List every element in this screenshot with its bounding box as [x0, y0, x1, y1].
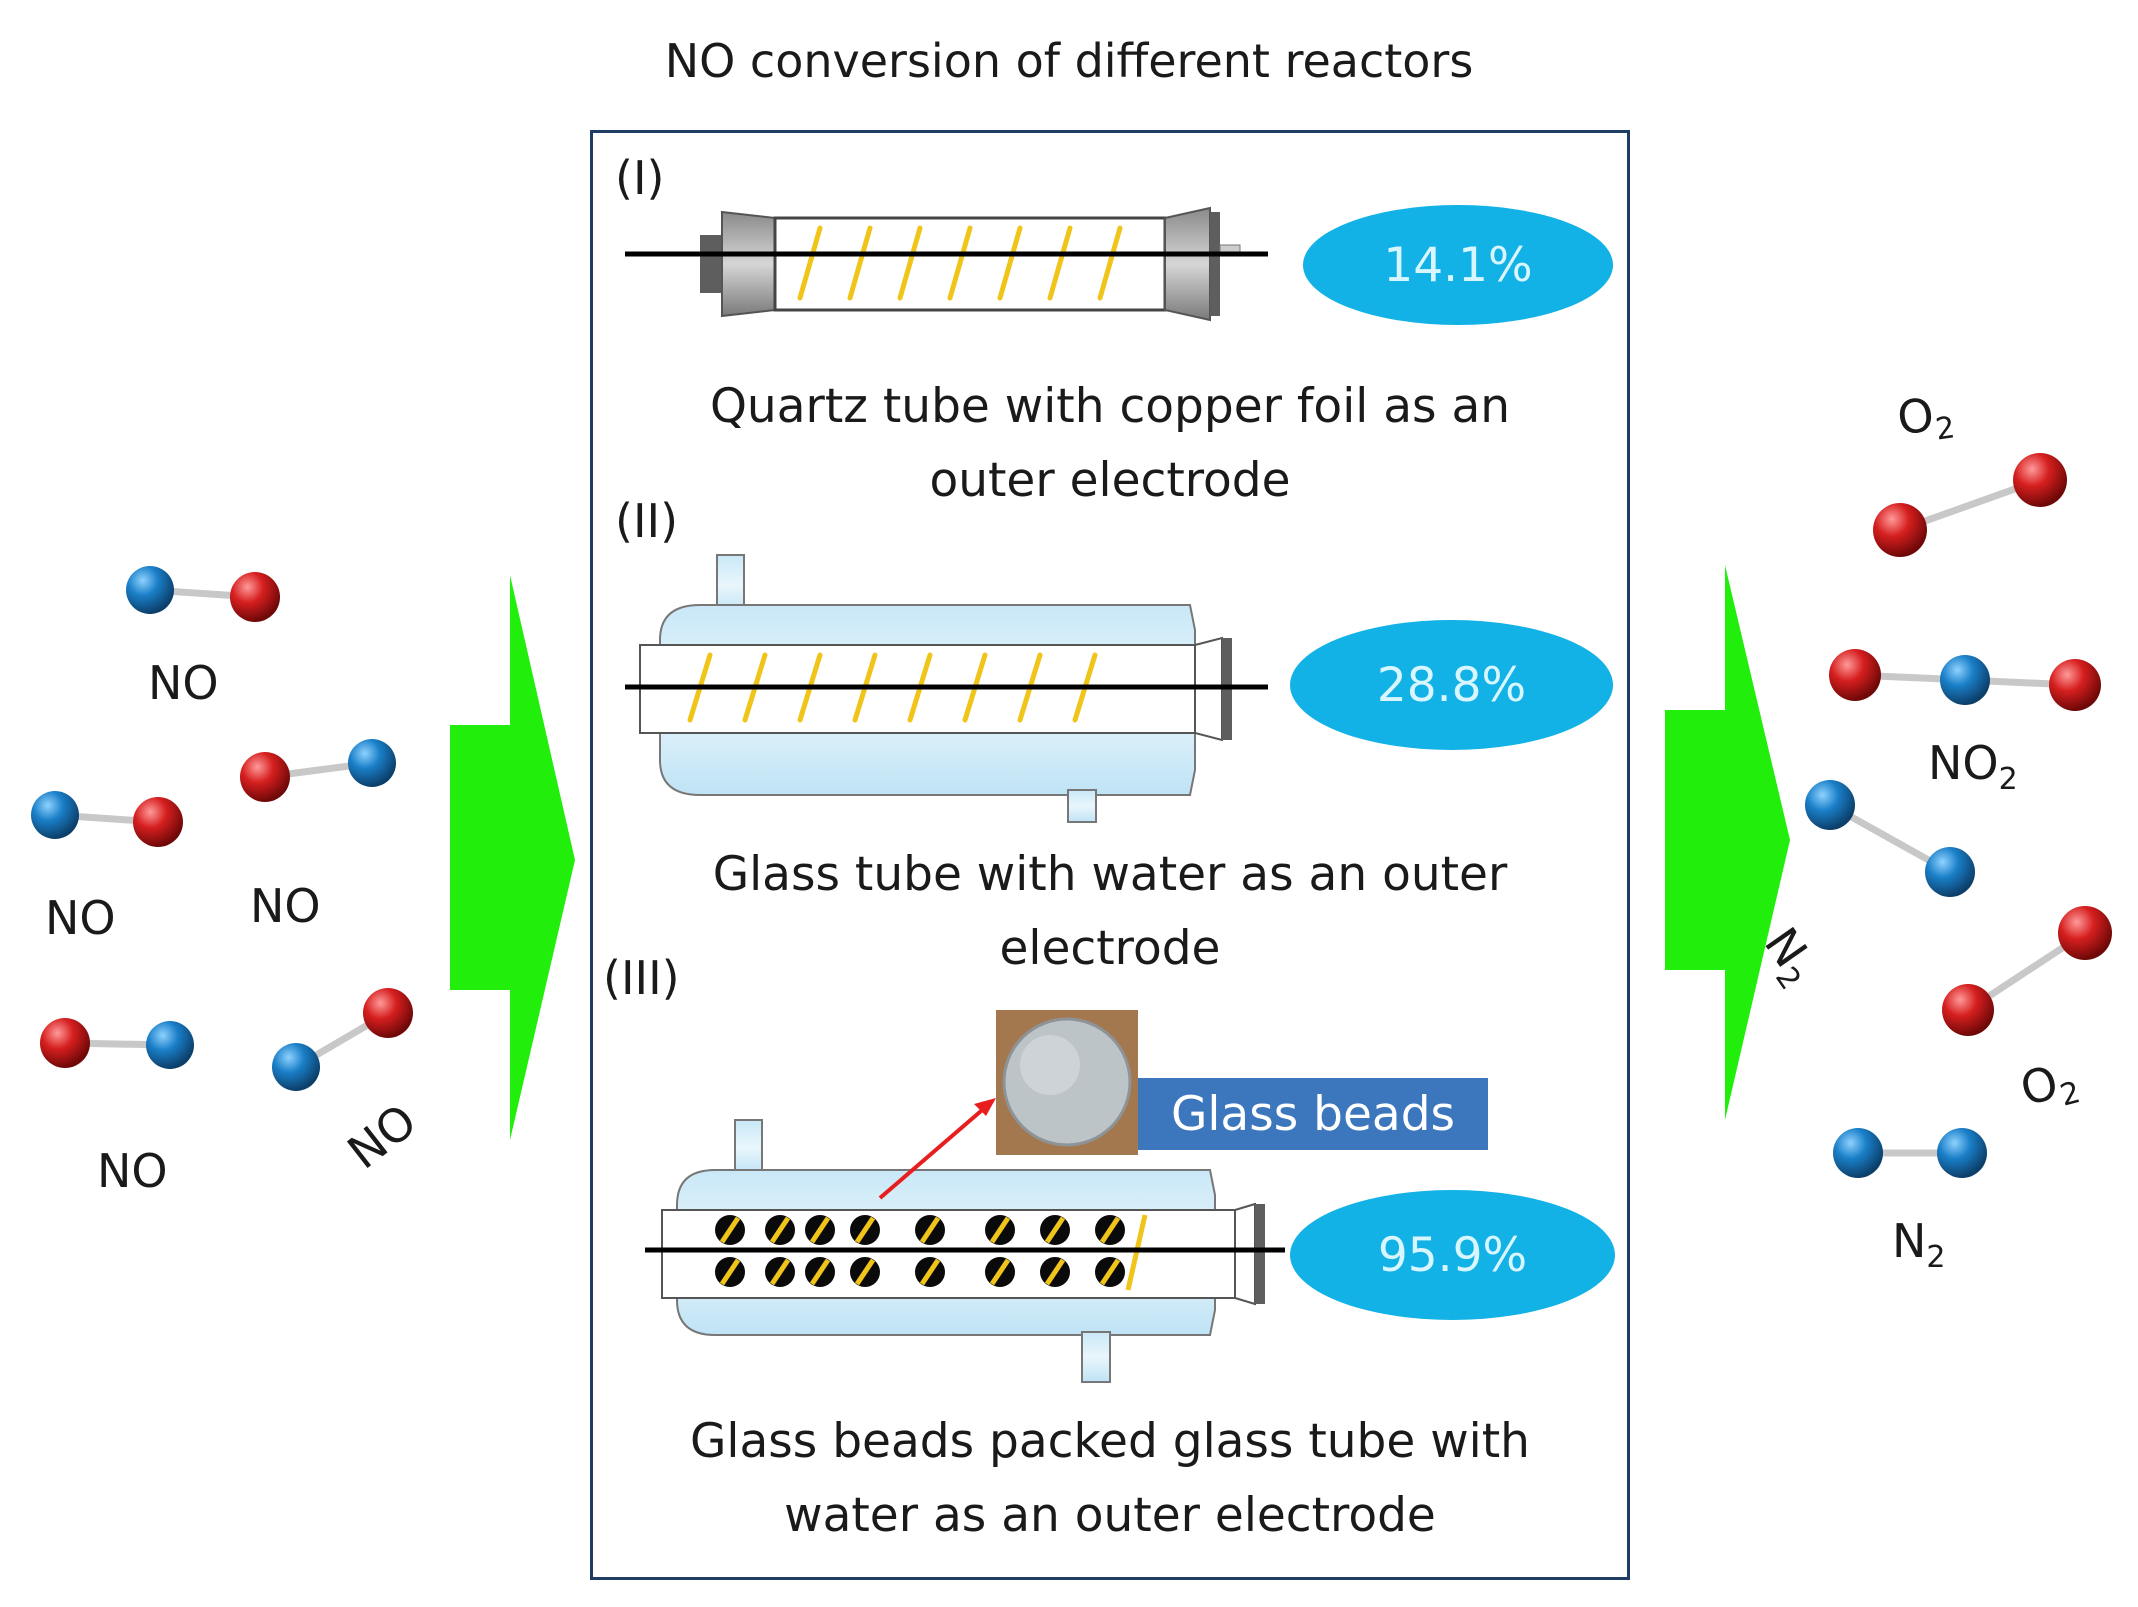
discharge-filament [989, 1216, 1011, 1244]
glass-beads-label: Glass beads [1138, 1078, 1488, 1150]
reactor-1-label: (I) [615, 151, 665, 205]
reactor-panel [590, 130, 1630, 1580]
reactor-2-caption-line-1: Glass tube with water as an outer [712, 847, 1508, 902]
input-molecules [31, 566, 413, 1091]
no-molecule-1 [126, 566, 280, 622]
reactor-3-caption: Glass beads packed glass tube with water… [590, 1405, 1630, 1553]
no-molecule-2 [31, 791, 183, 847]
reactor-2-conversion: 28.8% [1290, 620, 1613, 750]
glass-beads-photo-inset [996, 1010, 1138, 1155]
discharge-filament [769, 1258, 791, 1286]
discharge-filament [1099, 1258, 1121, 1286]
o2-molecule-top [1873, 453, 2067, 557]
no-label-4: NO [97, 1144, 168, 1198]
discharge-filament [854, 1258, 876, 1286]
inset-pointer-arrow [878, 1103, 990, 1200]
diagram-title: NO conversion of different reactors [664, 34, 1474, 88]
discharge-filament [989, 1258, 1011, 1286]
discharge-filament [809, 1216, 831, 1244]
reactor-1-quartz-tube [625, 206, 1268, 322]
discharge-filament [809, 1258, 831, 1286]
reactor-3-label: (III) [603, 951, 680, 1005]
discharge-filament [919, 1216, 941, 1244]
no-molecule-3 [240, 739, 396, 802]
reactor-3-caption-line-1: Glass beads packed glass tube with [690, 1414, 1530, 1469]
product-molecules [1805, 453, 2112, 1178]
reactor-3-packed-bed-tube [645, 1119, 1285, 1383]
discharge-filament [769, 1216, 791, 1244]
no2-molecule [1829, 649, 2101, 711]
no-label-3: NO [250, 879, 321, 933]
discharge-filament [1099, 1216, 1121, 1244]
reactor-2-water-jacket-tube [625, 554, 1268, 823]
discharge-filament [1044, 1216, 1066, 1244]
o2-label-top: O2 [1893, 387, 1958, 448]
reactor-1-caption: Quartz tube with copper foil as an outer… [590, 370, 1630, 518]
reactor-1-conversion: 14.1% [1303, 205, 1613, 325]
glass-bead-packing [715, 1214, 1148, 1291]
o2-molecule-mid [1942, 906, 2112, 1036]
output-arrow [1665, 565, 1790, 1120]
reactor-1-caption-line-1: Quartz tube with copper foil as an [709, 379, 1511, 434]
no-label-2: NO [45, 891, 116, 945]
no2-label: NO2 [1928, 736, 2018, 797]
n2-molecule-tilted [1805, 780, 1975, 897]
no-molecule-4 [40, 1018, 194, 1069]
discharge-filament [719, 1258, 741, 1286]
discharge-filament [919, 1258, 941, 1286]
reactor-1-caption-line-2: outer electrode [929, 453, 1291, 508]
reactor-3-caption-line-2: water as an outer electrode [784, 1488, 1436, 1543]
no-molecule-5 [272, 988, 413, 1091]
input-arrow [450, 575, 575, 1140]
n2-label-bottom: N2 [1892, 1214, 1946, 1275]
discharge-filament [1044, 1258, 1066, 1286]
reactor-2-label: (II) [615, 494, 679, 548]
discharge-filament [719, 1216, 741, 1244]
discharge-filament [854, 1216, 876, 1244]
reactor-3-conversion: 95.9% [1290, 1190, 1615, 1320]
no-label-1: NO [148, 656, 219, 710]
reactor-2-caption-line-2: electrode [999, 921, 1221, 976]
n2-molecule-bottom [1833, 1128, 1987, 1178]
reactor-2-caption: Glass tube with water as an outer electr… [590, 838, 1630, 986]
